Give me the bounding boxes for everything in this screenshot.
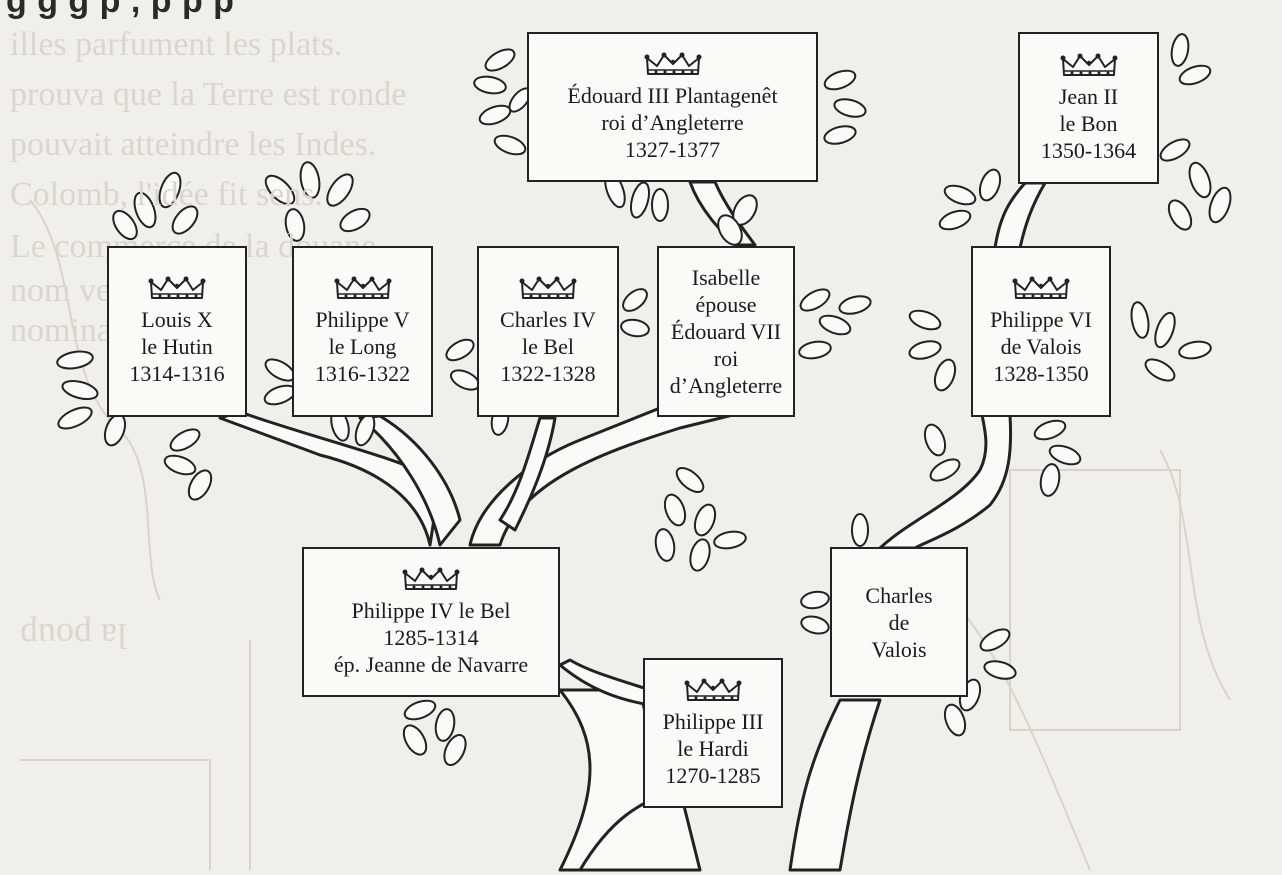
node-text-line: Philippe IV le Bel	[351, 597, 511, 623]
node-text-line: le Bon	[1059, 110, 1118, 136]
node-text-line: Édouard III Plantagenêt	[567, 82, 778, 108]
crown-icon	[334, 276, 392, 306]
node-text-line: roi	[713, 346, 739, 371]
crown-icon	[644, 52, 702, 82]
crown-icon	[684, 678, 742, 708]
background-text-line: nominal	[10, 312, 122, 349]
node-text-line: 1350-1364	[1040, 137, 1137, 163]
crown-icon	[402, 567, 460, 597]
node-text-line: 1327-1377	[624, 136, 721, 162]
node-text-line: 1270-1285	[665, 762, 761, 788]
node-text-line: d’Angleterre	[669, 373, 783, 398]
node-text-line: 1322-1328	[500, 361, 596, 386]
node-text-line: 1316-1322	[314, 361, 411, 386]
node-text-line: Valois	[871, 636, 927, 662]
leaf-clusters	[56, 33, 1232, 766]
page-heading-fragment: g g g p , p p p	[6, 0, 235, 20]
background-text-line: pouvait atteindre les Indes.	[10, 126, 377, 163]
crown-icon	[148, 276, 206, 306]
node-text-line: de	[888, 609, 910, 635]
background-text-line: la poup	[20, 616, 127, 656]
node-text-line: le Hutin	[141, 334, 213, 359]
crown-icon	[519, 276, 577, 306]
node-text-line: le Hardi	[677, 735, 749, 761]
node-text-line: ép. Jeanne de Navarre	[333, 651, 529, 677]
node-text-line: Jean II	[1058, 83, 1119, 109]
node-text-line: Charles	[865, 582, 933, 608]
node-text-line: de Valois	[1000, 334, 1082, 359]
node-text-line: Louis X	[141, 307, 213, 332]
background-text-line: Colomb, l'idée fit sens.	[10, 176, 324, 213]
node-text-line: Charles IV	[500, 307, 596, 332]
node-text-line: Philippe V	[315, 307, 410, 332]
node-text-line: le Long	[328, 334, 397, 359]
node-text-line: épouse	[695, 292, 757, 317]
node-text-line: le Bel	[522, 334, 574, 359]
node-text-line: 1285-1314	[383, 624, 479, 650]
node-text-line: 1314-1316	[129, 361, 225, 386]
node-text-line: 1328-1350	[993, 361, 1089, 386]
background-text-line: prouva que la Terre est ronde	[10, 76, 407, 113]
node-text-line: roi d’Angleterre	[601, 109, 744, 135]
node-text-line: Philippe VI	[990, 307, 1092, 332]
crown-icon	[1060, 53, 1118, 83]
node-text-line: Édouard VII	[670, 319, 782, 344]
background-text-line: illes parfument les plats.	[10, 26, 343, 63]
crown-icon	[1012, 276, 1070, 306]
node-text-line: Isabelle	[691, 265, 761, 290]
node-text-line: Philippe III	[662, 708, 764, 734]
